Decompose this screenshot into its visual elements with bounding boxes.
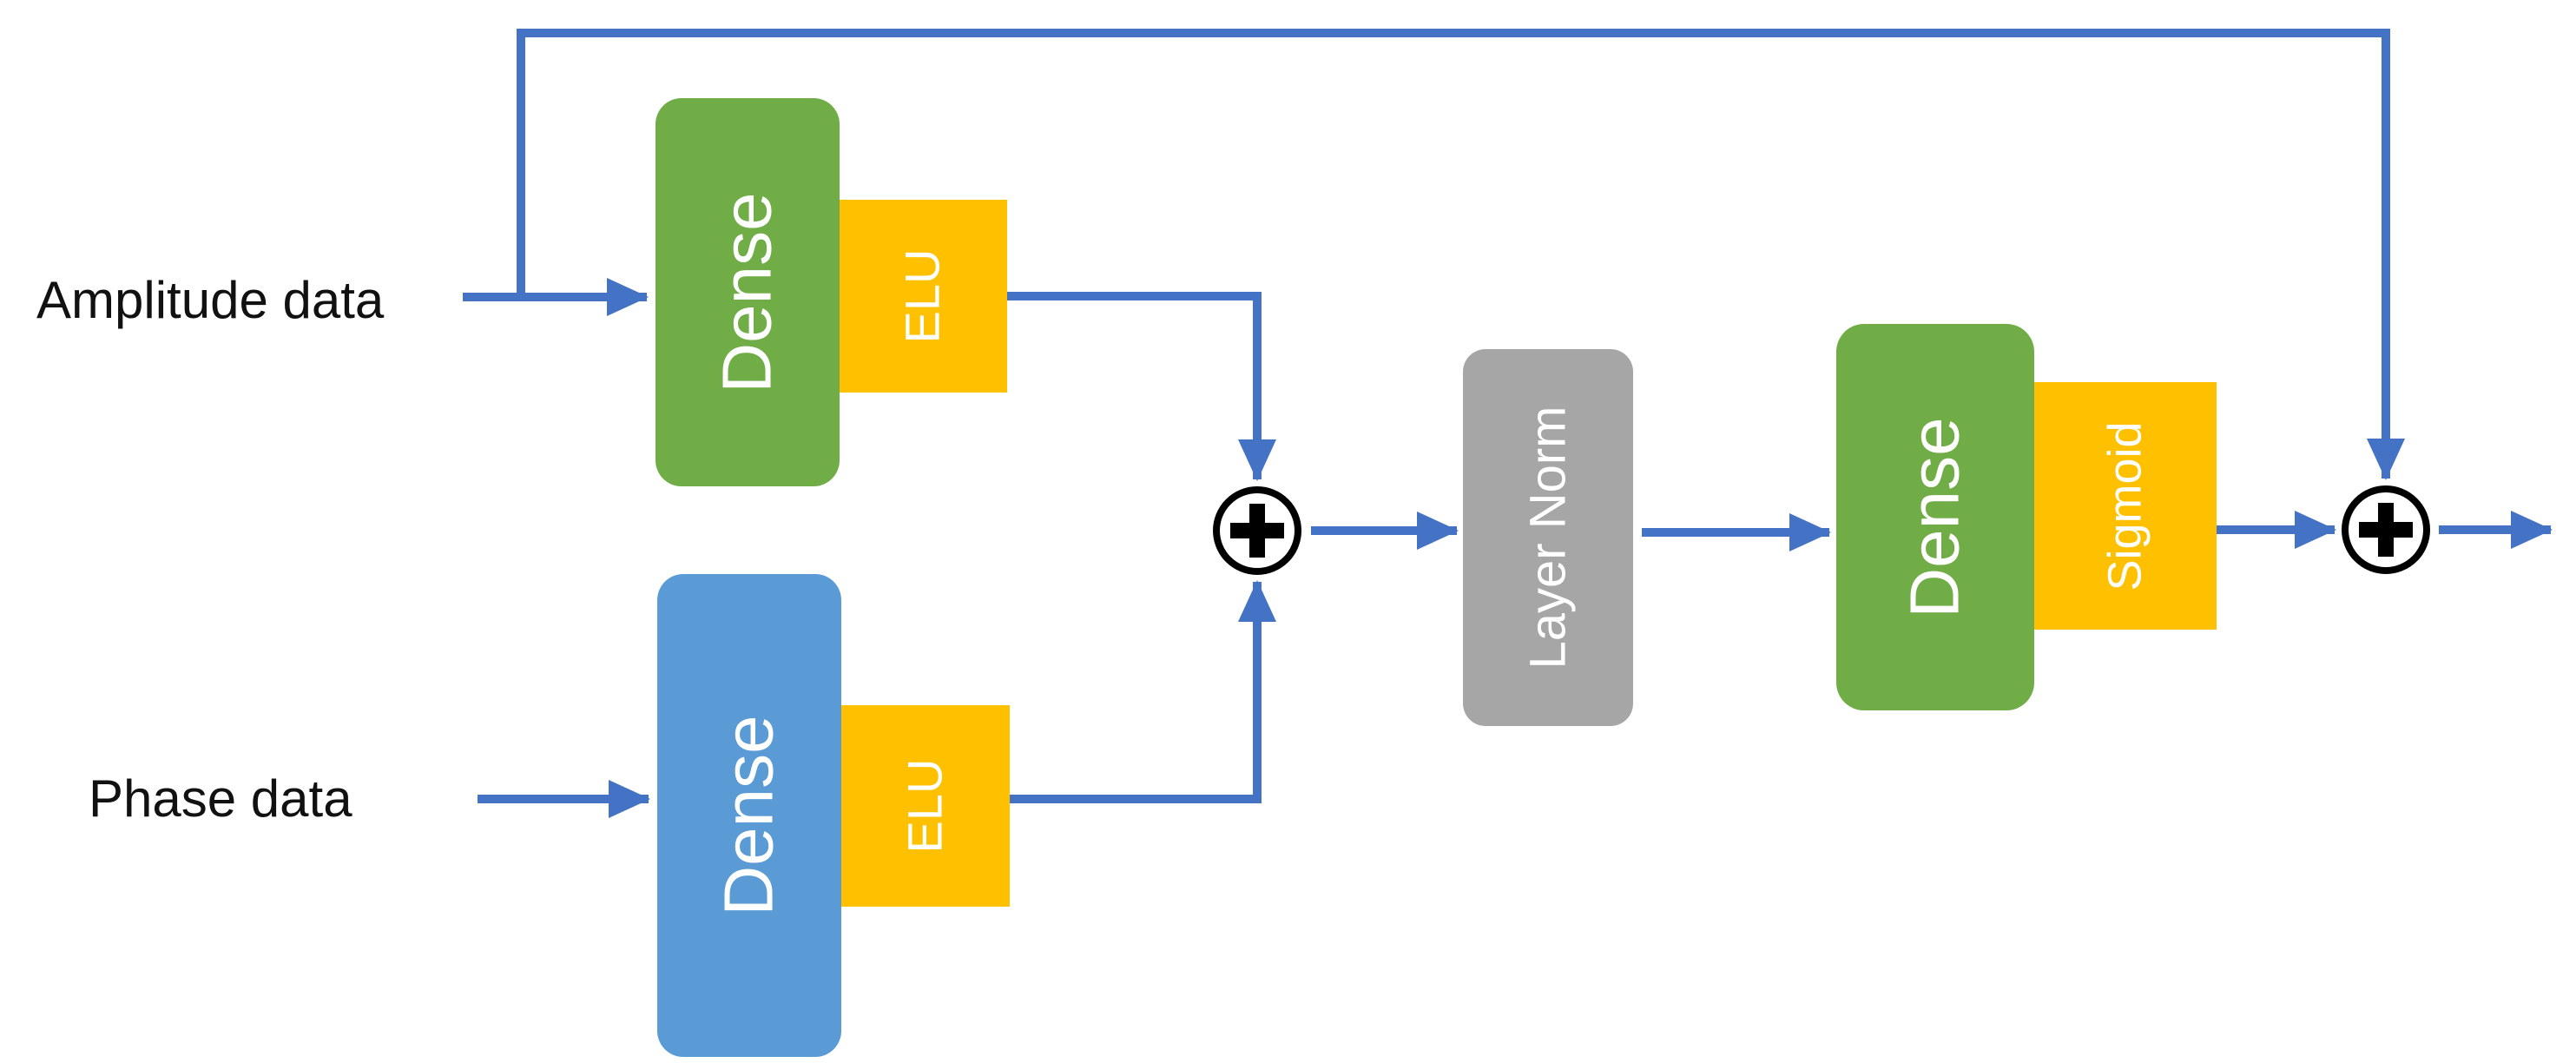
connector-amplitude-elu-to-add1: [1007, 292, 1277, 482]
amplitude-elu-label: ELU: [894, 248, 950, 344]
phase-elu-label: ELU: [897, 758, 952, 854]
amplitude-dense-label: Dense: [708, 191, 786, 393]
phase-dense-block: Dense: [657, 574, 841, 1057]
add-node-2: +: [2342, 485, 2430, 574]
add-node-1: +: [1213, 486, 1301, 575]
amplitude-dense-block: Dense: [656, 98, 840, 486]
sigmoid-block: Sigmoid: [2034, 382, 2217, 630]
phase-dense-label: Dense: [710, 715, 787, 916]
sigmoid-label: Sigmoid: [2099, 420, 2151, 591]
phase-elu-block: ELU: [840, 705, 1010, 907]
phase-data-label: Phase data: [89, 769, 352, 828]
amplitude-data-label: Amplitude data: [36, 271, 385, 329]
connector-phase-elu-to-add1: [1010, 579, 1277, 803]
amplitude-elu-block: ELU: [838, 200, 1007, 393]
circled-plus-icon: [2349, 492, 2423, 567]
merged-dense-label: Dense: [1896, 416, 1973, 618]
connector-skip-amplitude-to-add2: [517, 29, 2406, 481]
layer-norm-block: Layer Norm: [1463, 349, 1633, 726]
layer-norm-label: Layer Norm: [1519, 406, 1577, 670]
circled-plus-icon: [1220, 493, 1295, 568]
merged-dense-block: Dense: [1836, 324, 2034, 710]
